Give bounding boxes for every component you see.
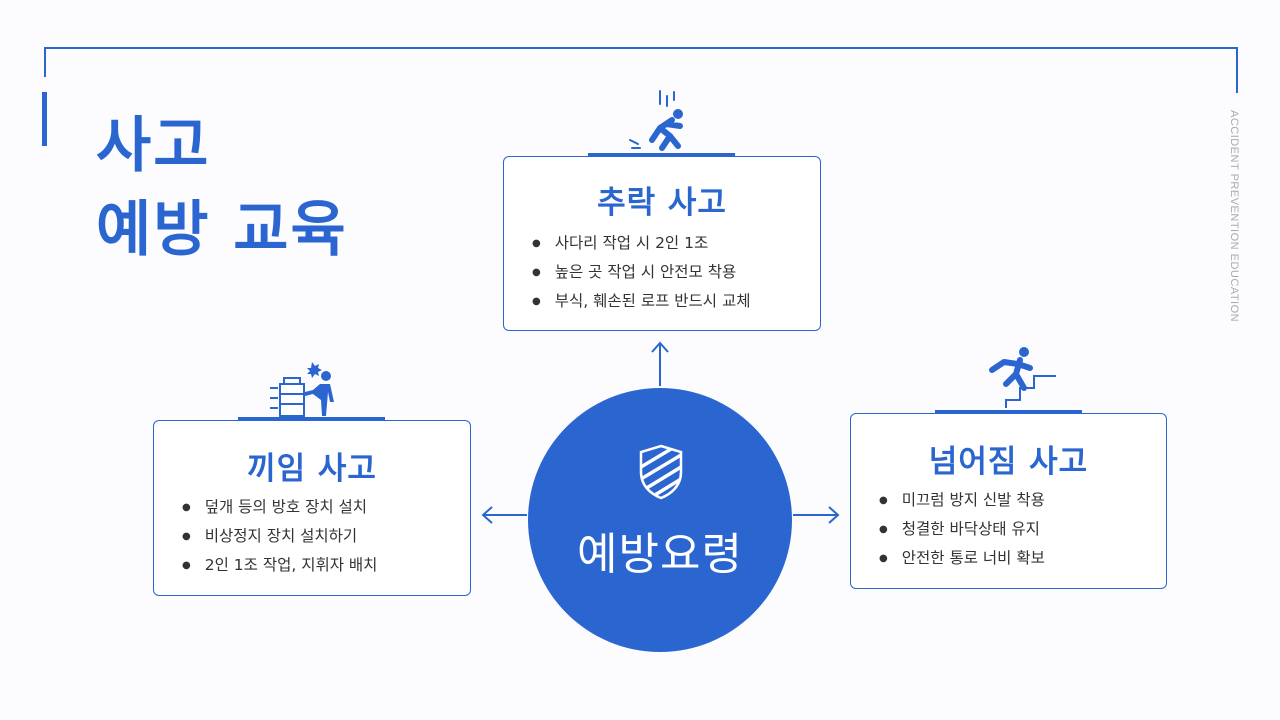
card-fall-list: 사다리 작업 시 2인 1조 높은 곳 작업 시 안전모 착용 부식, 훼손된 … — [532, 229, 751, 316]
card-caught-list: 덮개 등의 방호 장치 설치 비상정지 장치 설치하기 2인 1조 작업, 지휘… — [182, 493, 378, 580]
shield-icon — [639, 444, 683, 500]
frame-right-line — [1236, 47, 1238, 93]
center-label: 예방요령 — [577, 529, 743, 580]
card-fall-title: 추락 사고 — [597, 185, 727, 221]
list-item: 부식, 훼손된 로프 반드시 교체 — [532, 287, 751, 316]
card-slip-list: 미끄럼 방지 신발 착용 청결한 바닥상태 유지 안전한 통로 너비 확보 — [879, 486, 1045, 573]
frame-left-line — [44, 47, 46, 77]
list-item: 비상정지 장치 설치하기 — [182, 522, 377, 551]
card-fall-top-bar — [588, 153, 735, 157]
title-accent-bar — [42, 92, 47, 146]
card-slip: 넘어짐 사고 미끄럼 방지 신발 착용 청결한 바닥상태 유지 안전한 통로 너… — [850, 413, 1167, 589]
page-title: 사고 예방 교육 — [96, 104, 348, 272]
list-item: 미끄럼 방지 신발 착용 — [879, 486, 1045, 515]
frame-top-line — [44, 47, 1238, 49]
list-item: 2인 1조 작업, 지휘자 배치 — [182, 551, 378, 580]
list-item: 안전한 통로 너비 확보 — [879, 544, 1045, 573]
list-item: 사다리 작업 시 2인 1조 — [532, 229, 751, 258]
side-caption: ACCIDENT PREVENTION EDUCATION — [1228, 110, 1240, 323]
card-slip-top-bar — [935, 410, 1082, 414]
card-caught: 끼임 사고 덮개 등의 방호 장치 설치 비상정지 장치 설치하기 2인 1조 … — [153, 420, 471, 596]
falling-person-icon — [629, 90, 683, 151]
list-item: 높은 곳 작업 시 안전모 착용 — [532, 258, 751, 287]
card-fall: 추락 사고 사다리 작업 시 2인 1조 높은 곳 작업 시 안전모 착용 부식… — [503, 156, 821, 331]
card-slip-title: 넘어짐 사고 — [928, 444, 1089, 480]
center-circle: 예방요령 — [528, 388, 792, 652]
slipping-stairs-icon — [989, 347, 1056, 408]
card-caught-title: 끼임 사고 — [247, 451, 377, 487]
list-item: 청결한 바닥상태 유지 — [879, 515, 1045, 544]
card-caught-top-bar — [238, 417, 385, 421]
list-item: 덮개 등의 방호 장치 설치 — [182, 493, 377, 522]
page-title-line-2: 예방 교육 — [96, 195, 348, 265]
page-title-line-1: 사고 — [96, 111, 211, 181]
machine-caught-icon — [270, 362, 334, 417]
